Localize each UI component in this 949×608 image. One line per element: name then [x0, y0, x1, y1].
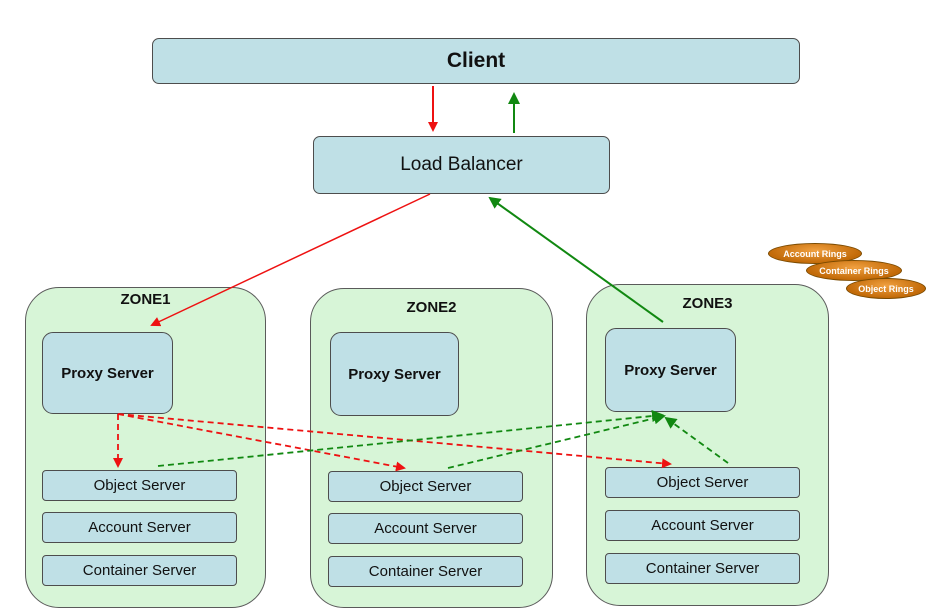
- zone-2-container-server-label: Container Server: [368, 563, 483, 580]
- client-box: Client: [152, 38, 800, 84]
- zone-3-account-server: Account Server: [605, 510, 800, 541]
- load-balancer-label: Load Balancer: [400, 154, 523, 175]
- zone-2-proxy-label: Proxy Server: [348, 365, 441, 383]
- zone3-proxy-to-lb-arrow: [488, 196, 664, 323]
- zone2-object-to-zone3-proxy-arrow: [447, 412, 666, 469]
- zone-3-account-server-label: Account Server: [651, 517, 754, 534]
- object-rings: Object Rings: [846, 278, 926, 299]
- zone-2-container-server: Container Server: [328, 556, 523, 587]
- zone-1-account-server-label: Account Server: [88, 519, 191, 536]
- zone3-object-to-zone3-proxy-arrow: [664, 416, 729, 464]
- zone-1-object-server: Object Server: [42, 470, 237, 501]
- lb-to-zone1-proxy-arrow: [150, 193, 431, 327]
- proxy-to-zone3-object-arrow: [117, 413, 672, 469]
- zone-1-object-server-label: Object Server: [93, 477, 186, 494]
- zone-3-container-server-label: Container Server: [645, 560, 760, 577]
- object-rings-label: Object Rings: [858, 283, 914, 294]
- account-rings-label: Account Rings: [783, 248, 847, 259]
- zone-3-proxy-server: Proxy Server: [605, 328, 736, 412]
- zone-1-container-server-label: Container Server: [82, 562, 197, 579]
- zone-2-proxy-server: Proxy Server: [330, 332, 459, 416]
- container-rings-label: Container Rings: [819, 265, 889, 276]
- zone-1-proxy-label: Proxy Server: [61, 364, 154, 382]
- zone-1-account-server: Account Server: [42, 512, 237, 543]
- proxy-to-zone2-object-arrow: [117, 413, 406, 472]
- zone-1-container-server: Container Server: [42, 555, 237, 586]
- zone-2-object-server: Object Server: [328, 471, 523, 502]
- zone-3-object-server-label: Object Server: [656, 474, 749, 491]
- zone-3-proxy-label: Proxy Server: [624, 361, 717, 379]
- zone-3-container-server: Container Server: [605, 553, 800, 584]
- zone-1-title: ZONE1: [120, 291, 171, 308]
- zone-2-object-server-label: Object Server: [379, 478, 472, 495]
- zone-2-account-server: Account Server: [328, 513, 523, 544]
- zone-1-proxy-server: Proxy Server: [42, 332, 173, 414]
- load-balancer-box: Load Balancer: [313, 136, 610, 194]
- zone-3-object-server: Object Server: [605, 467, 800, 498]
- container-rings: Container Rings: [806, 260, 902, 281]
- client-label: Client: [446, 49, 506, 72]
- zone-2-account-server-label: Account Server: [374, 520, 477, 537]
- zone1-object-to-zone3-proxy-arrow: [157, 410, 664, 467]
- zone-2-title: ZONE2: [406, 299, 457, 316]
- zone-3-title: ZONE3: [682, 295, 733, 312]
